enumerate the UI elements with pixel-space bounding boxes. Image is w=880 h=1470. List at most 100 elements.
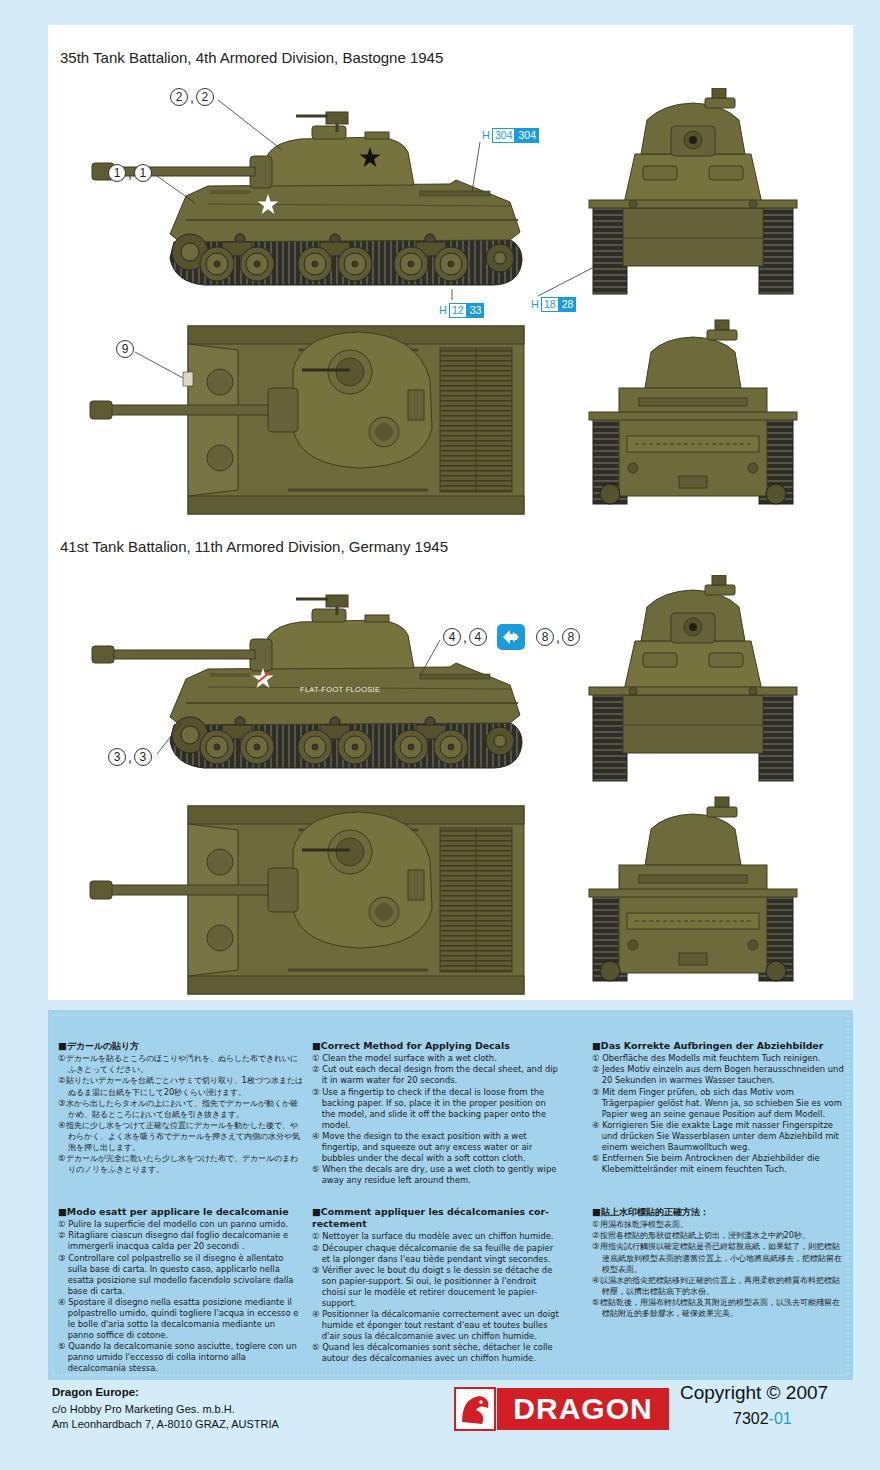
- instruction-step: ④指先に少し水をつけて正確な位置にデカールを動かした後で、やわらかく、よく水を吸…: [58, 1120, 303, 1153]
- instruction-step: ⑤ Entfernen Sie beim Antrocknen der Abzi…: [592, 1153, 847, 1175]
- sheet-number-suffix: -01: [769, 1410, 792, 1428]
- callout-number: 2: [170, 88, 188, 106]
- instruction-block: ■デカールの貼り方①デカールを貼るところのほこりや汚れを、ぬらした布できれいにふ…: [58, 1040, 303, 1175]
- tank-scheme-one: [90, 88, 797, 514]
- swap-icon: [513, 632, 519, 642]
- leader-line: [472, 142, 480, 192]
- paint-code: 33: [467, 303, 485, 318]
- callout-number: 9: [116, 340, 134, 358]
- leader-line: [135, 352, 183, 378]
- instruction-step: ③ Controllare col polpastrello se il dis…: [58, 1253, 303, 1297]
- dragon-logo: [455, 1388, 495, 1430]
- decal-mark: [183, 372, 193, 386]
- instruction-heading: ■Correct Method for Applying Decals: [312, 1040, 562, 1052]
- callout-separator: ,: [556, 629, 560, 645]
- instruction-step: ① Nettoyer la surface du modèle avec un …: [312, 1231, 562, 1242]
- copyright-notice: Copyright © 2007: [680, 1382, 828, 1404]
- callout-number: 2: [196, 88, 214, 106]
- leader-line: [538, 266, 596, 296]
- callout-separator: ,: [128, 165, 132, 181]
- swap-icon: [497, 624, 525, 650]
- leader-line: [157, 176, 195, 203]
- swap-icon: [497, 624, 525, 650]
- callout-separator: ,: [190, 89, 194, 105]
- tank-front-view: [589, 575, 797, 781]
- tank-rear-view: [589, 320, 797, 504]
- paint-code: 304: [492, 128, 516, 143]
- tank-rear-view: [589, 797, 797, 981]
- instruction-heading: ■貼上水印標貼的正確方法：: [592, 1206, 847, 1218]
- callout-number: 3: [134, 748, 152, 766]
- instruction-step: ② Jedes Motiv einzeln aus dem Bogen hera…: [592, 1064, 847, 1086]
- instruction-block: ■Comment appliquer les décalcomanies cor…: [312, 1206, 562, 1365]
- scheme-heading: 41st Tank Battalion, 11th Armored Divisi…: [60, 538, 448, 555]
- star-decal: [253, 668, 274, 688]
- paint-code: 304: [515, 128, 539, 143]
- instruction-step: ②貼りたいデカールを台紙ごとハサミで切り取り、1枚づつ水またはぬるま湯に台紙を下…: [58, 1075, 303, 1097]
- instruction-step: ④ Korrigieren Sie die exakte Lage mit na…: [592, 1120, 847, 1153]
- paint-brand: H: [439, 303, 447, 318]
- callout-number: 3: [108, 748, 126, 766]
- distributor-address: c/o Hobby Pro Marketing Ges. m.b.H.: [52, 1403, 235, 1415]
- tank-front-view: [589, 88, 797, 294]
- tank-top-view: [90, 806, 524, 994]
- callout-number: 1: [134, 164, 152, 182]
- leader-line: [420, 640, 440, 676]
- distributor-name: Dragon Europe:: [52, 1386, 139, 1398]
- instruction-step: ③ Mit dem Finger prüfen, ob sich das Mot…: [592, 1087, 847, 1120]
- dragon-logo: [462, 1396, 488, 1424]
- instruction-step: ②按照各標貼的形狀從標貼紙上切出，浸到溫水之中約20秒。: [592, 1230, 847, 1241]
- instruction-step: ⑤ Quando la decalcomanie sono asciutte, …: [58, 1341, 303, 1374]
- sheet-number: 7302: [733, 1410, 769, 1428]
- instruction-heading: ■Comment appliquer les décalcomanies cor…: [312, 1206, 562, 1230]
- instruction-step: ④以濕水的指尖把標貼移到正確的位置上，再用柔軟的棉質布料把標貼輕壓，以擠出標貼底…: [592, 1275, 847, 1297]
- instruction-step: ① Oberfläche des Modells mit feuchtem Tu…: [592, 1053, 847, 1064]
- instruction-step: ①デカールを貼るところのほこりや汚れを、ぬらした布できれいにふきとってください。: [58, 1053, 303, 1075]
- instruction-panel-border: [53, 1015, 848, 1375]
- instruction-step: ⑤ Quand les décalcomanies sont sèche, dé…: [312, 1342, 562, 1364]
- instruction-panel: [48, 1010, 853, 1380]
- instruction-step: ③用指尖試行觸摸以確定標貼是否已經鬆脫底紙，如果鬆了，則把標貼連底紙放到模型表面…: [592, 1241, 847, 1274]
- star-decal-accent: [258, 672, 270, 682]
- callout-separator: ,: [463, 629, 467, 645]
- leader-line: [452, 289, 453, 300]
- dragon-logo: [455, 1388, 669, 1430]
- instruction-heading: ■Das Korrekte Aufbringen der Abziehbilde…: [592, 1040, 847, 1052]
- leader-line: [135, 100, 596, 754]
- instruction-block: ■Das Korrekte Aufbringen der Abziehbilde…: [592, 1040, 847, 1175]
- instruction-step: ② Ritagliare ciascun disegno dal foglio …: [58, 1230, 303, 1252]
- tank-scheme-two: [90, 575, 797, 994]
- distributor-address: Am Leonhardbach 7, A-8010 GRAZ, AUSTRIA: [52, 1418, 279, 1430]
- instruction-step: ⑤標貼乾後，用濕布輕拭標貼及其附近的模型表面，以洗去可能殘留在標貼附近的多餘膠水…: [592, 1297, 847, 1319]
- callout-number: 8: [536, 628, 554, 646]
- vehicle-name: FLAT-FOOT FLOOSIE: [300, 685, 380, 694]
- instruction-block: ■Correct Method for Applying Decals① Cle…: [312, 1040, 562, 1186]
- drawing-panel: [48, 25, 853, 1000]
- scheme-heading: 35th Tank Battalion, 4th Armored Divisio…: [60, 49, 443, 66]
- callout-separator: ,: [128, 749, 132, 765]
- instruction-step: ⑤ When the decals are dry, use a wet clo…: [312, 1164, 562, 1186]
- tank-top-view: [90, 326, 524, 514]
- callout-number: 1: [108, 164, 126, 182]
- star-decal: [360, 147, 381, 167]
- instruction-block: ■Modo esatt per applicare le decalcomani…: [58, 1206, 303, 1375]
- callout-number: 4: [469, 628, 487, 646]
- paint-code: 12: [449, 303, 467, 318]
- tank-side-view: [92, 112, 522, 285]
- star-decal: [258, 194, 279, 214]
- callout-number: 8: [562, 628, 580, 646]
- instruction-block: ■貼上水印標貼的正確方法：①用濕布抹乾淨模型表面。②按照各標貼的形狀從標貼紙上切…: [592, 1206, 847, 1319]
- instruction-step: ③ Use a fingertip to check if the decal …: [312, 1087, 562, 1131]
- instruction-heading: ■Modo esatt per applicare le decalcomani…: [58, 1206, 303, 1218]
- leader-line: [157, 722, 182, 754]
- leader-line: [218, 100, 282, 150]
- instruction-step: ①用濕布抹乾淨模型表面。: [592, 1219, 847, 1230]
- dragon-logo: [479, 1400, 483, 1404]
- instruction-step: ④ Spostare il disegno nella esatta posiz…: [58, 1297, 303, 1341]
- instruction-step: ② Cut out each decal design from the dec…: [312, 1064, 562, 1086]
- paint-brand: H: [531, 297, 539, 312]
- instruction-step: ④ Move the design to the exact position …: [312, 1131, 562, 1164]
- tank-side-view: [92, 595, 522, 768]
- instruction-step: ③水から出したらタオルの上において、指先でデカールが動くか確かめ、貼るところにお…: [58, 1098, 303, 1120]
